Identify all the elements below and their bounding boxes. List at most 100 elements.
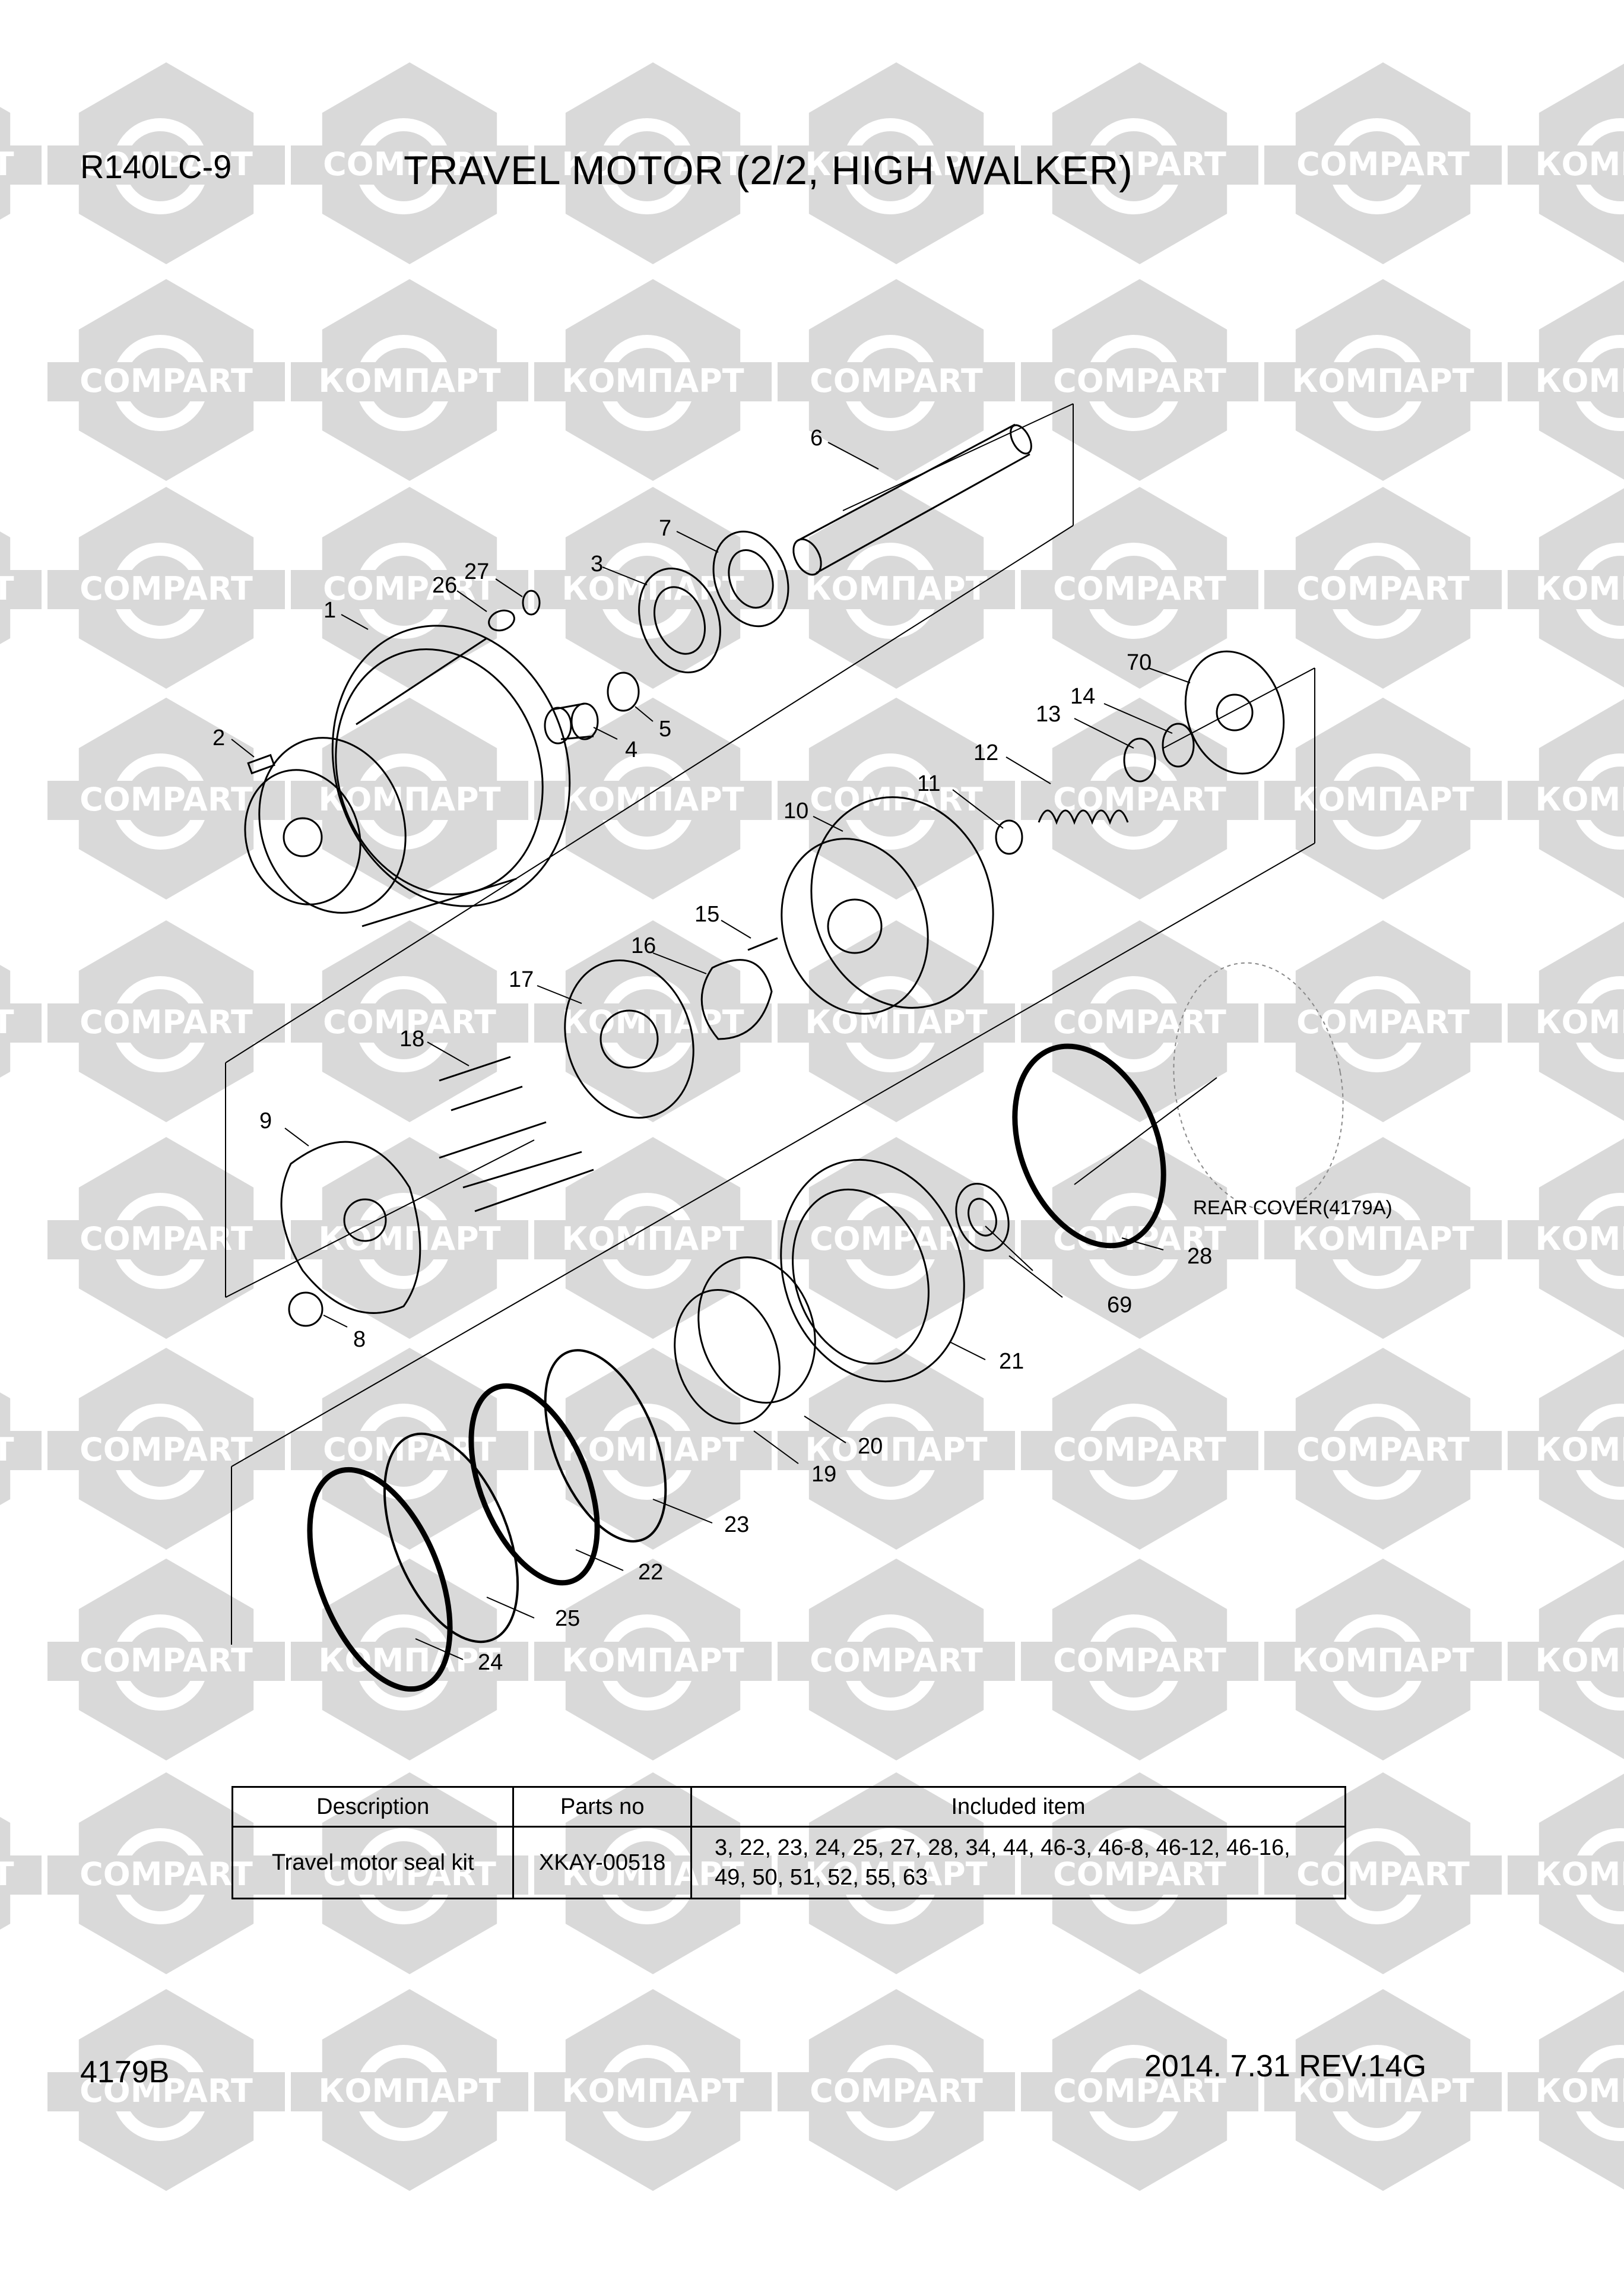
svg-text:КОМПАРТ: КОМПАРТ — [805, 1003, 987, 1041]
watermark-logo: КОМПАРТ — [534, 1559, 772, 1760]
watermark-logo: COMPART — [1021, 1348, 1258, 1550]
svg-text:COMPART: COMPART — [1296, 1003, 1470, 1041]
part-16-ball-guide — [700, 959, 773, 1040]
part-18-pistons — [439, 1056, 594, 1212]
watermark-logo: КОМПАРТ — [1264, 1989, 1502, 2191]
svg-text:COMPART: COMPART — [1296, 145, 1470, 183]
cell-parts-no: XKAY-00518 — [512, 1826, 692, 1899]
watermark-logo: КОМПАРТ — [534, 1989, 772, 2191]
part-23-ring — [544, 1349, 667, 1543]
part-20-seal — [697, 1256, 816, 1404]
table-header-row: Description Parts no Included item — [231, 1786, 1346, 1828]
part-13-ring — [1123, 737, 1156, 783]
svg-text:КОМПАРТ: КОМПАРТ — [562, 1431, 744, 1468]
callout-25: 25 — [555, 1606, 580, 1631]
watermark-logo: КОМПАРТ — [1508, 1990, 1624, 2190]
callout-19: 19 — [811, 1462, 836, 1487]
svg-text:COMPART: COMPART — [80, 570, 253, 607]
watermark-logo: COMPART — [291, 920, 528, 1122]
watermark-logo: КОМПАРТ — [778, 487, 1015, 689]
part-6-shaft — [792, 423, 1032, 576]
callout-17: 17 — [509, 967, 534, 992]
part-25-ring — [383, 1432, 519, 1644]
svg-text:КОМПАРТ: КОМПАРТ — [1535, 145, 1624, 183]
svg-text:COMPART: COMPART — [80, 2072, 253, 2110]
watermark-logo: КОМПАРТ — [1508, 922, 1624, 1121]
watermark-logo: КОМПАРТ — [1508, 488, 1624, 688]
part-14-ring — [1162, 723, 1195, 768]
svg-text:COMPART: COMPART — [80, 781, 253, 818]
callout-20: 20 — [858, 1434, 883, 1459]
part-17-retainer-plate — [564, 960, 694, 1119]
callout-11: 11 — [917, 771, 940, 796]
page-title: TRAVEL MOTOR (2/2, HIGH WALKER) — [404, 148, 1133, 193]
watermark-logo: КОМПАРТ — [1508, 64, 1624, 263]
watermark-logo: COMPART — [47, 1137, 285, 1339]
model-number: R140LC-9 — [80, 148, 232, 185]
watermark-logo: КОМПАРТ — [1508, 1560, 1624, 1759]
part-26-27-small-parts — [488, 590, 541, 632]
svg-text:КОМПАРТ: КОМПАРТ — [0, 1003, 14, 1041]
table-row: Travel motor seal kit XKAY-00518 3, 22, … — [231, 1826, 1346, 1899]
watermark-logo: КОМПАРТ — [534, 279, 772, 481]
svg-text:КОМПАРТ: КОМПАРТ — [1535, 1220, 1624, 1258]
watermark-logo: COMPART — [778, 698, 1015, 900]
svg-text:КОМПАРТ: КОМПАРТ — [805, 145, 987, 183]
part-28-o-ring — [1012, 1043, 1166, 1249]
rear-cover-outline — [1173, 962, 1344, 1211]
svg-text:COMPART: COMPART — [1053, 145, 1226, 183]
included-items-line-1: 3, 22, 23, 24, 25, 27, 28, 34, 44, 46-3,… — [715, 1835, 1290, 1860]
svg-text:COMPART: COMPART — [810, 2072, 983, 2110]
watermark-logo: КОМПАРТ — [291, 698, 528, 900]
svg-text:КОМПАРТ: КОМПАРТ — [562, 781, 744, 818]
svg-text:КОМПАРТ: КОМПАРТ — [0, 1855, 14, 1893]
part-11-washer — [995, 819, 1023, 855]
svg-text:COMPART: COMPART — [1053, 1642, 1226, 1679]
svg-text:КОМПАРТ: КОМПАРТ — [1535, 781, 1624, 818]
part-69-bearing — [955, 1183, 1010, 1252]
watermark-logo: КОМПАРТ — [534, 62, 772, 264]
svg-text:КОМПАРТ: КОМПАРТ — [1292, 781, 1474, 818]
svg-text:КОМПАРТ: КОМПАРТ — [1535, 1003, 1624, 1041]
watermark-logo: КОМПАРТ — [1508, 1349, 1624, 1548]
watermark-logo: КОМПАРТ — [778, 920, 1015, 1122]
watermark-logo: КОМПАРТ — [291, 279, 528, 481]
watermark-logo: КОМПАРТ — [1264, 698, 1502, 900]
svg-text:КОМПАРТ: КОМПАРТ — [1535, 1855, 1624, 1893]
svg-text:COMPART: COMPART — [810, 781, 983, 818]
watermark-logo: КОМПАРТ — [1264, 1559, 1502, 1760]
watermark-logo: КОМПАРТ — [534, 1137, 772, 1339]
part-7-bearing — [712, 530, 789, 628]
watermark-logo: КОМПАРТ — [534, 698, 772, 900]
watermark-logo: COMPART — [1021, 279, 1258, 481]
watermark-logo: COMPART — [1021, 920, 1258, 1122]
callout-21: 21 — [999, 1349, 1024, 1374]
part-4-sleeve — [544, 702, 599, 745]
svg-text:КОМПАРТ: КОМПАРТ — [0, 145, 14, 183]
watermark-logo: COMPART — [1021, 1989, 1258, 2191]
svg-text:COMPART: COMPART — [810, 1220, 983, 1258]
callout-4: 4 — [625, 737, 637, 762]
callout-5: 5 — [659, 717, 671, 742]
watermark-logo: КОМПАРТ — [0, 107, 42, 220]
callout-70: 70 — [1127, 650, 1152, 675]
watermark-logo: COMPART — [778, 1137, 1015, 1339]
callout-1: 1 — [323, 598, 336, 623]
watermark-logo: COMPART — [291, 487, 528, 689]
watermark-logo: КОМПАРТ — [778, 1348, 1015, 1550]
svg-text:COMPART: COMPART — [80, 362, 253, 400]
watermark-logo: КОМПАРТ — [1264, 1137, 1502, 1339]
callout-16: 16 — [631, 933, 656, 958]
svg-text:КОМПАРТ: КОМПАРТ — [318, 2072, 500, 2110]
watermark-logo: КОМПАРТ — [534, 1348, 772, 1550]
column-header-description: Description — [231, 1786, 515, 1828]
watermark-logo: КОМПАРТ — [0, 965, 42, 1078]
callout-6: 6 — [810, 426, 823, 451]
svg-text:COMPART: COMPART — [810, 362, 983, 400]
watermark-logo: КОМПАРТ — [291, 1989, 528, 2191]
svg-text:COMPART: COMPART — [80, 1855, 253, 1893]
watermark-logo: COMPART — [1264, 62, 1502, 264]
watermark-logo: COMPART — [291, 62, 528, 264]
